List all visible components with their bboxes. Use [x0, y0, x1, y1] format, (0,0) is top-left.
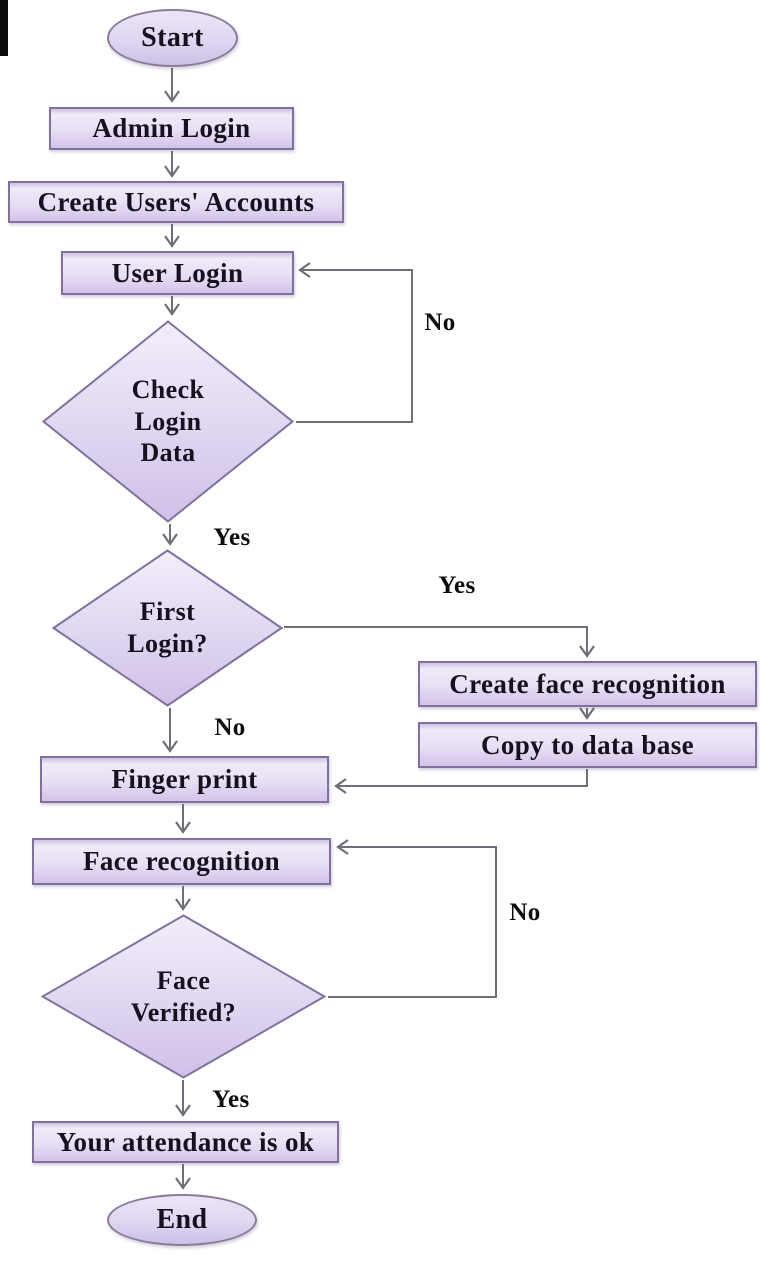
- edge-label-first-login-yes: Yes: [438, 572, 476, 599]
- node-admin-login-label: Admin Login: [92, 113, 251, 143]
- node-create-face-recognition-label: Create face recognition: [449, 668, 726, 699]
- node-face-recognition: Face recognition: [32, 838, 331, 885]
- edge-label-first-login-no: No: [214, 714, 246, 741]
- node-user-login-label: User Login: [111, 257, 244, 288]
- edge-copy-db-to-finger-print: [334, 769, 588, 794]
- node-face-verified-label: Face Verified?: [130, 965, 237, 1027]
- edge-label-check-login-yes: Yes: [213, 524, 251, 551]
- node-face-verified: Face Verified?: [41, 914, 326, 1079]
- node-copy-to-data-base-label: Copy to data base: [480, 729, 695, 760]
- decision-shape: [41, 914, 326, 1079]
- node-end: End: [107, 1194, 257, 1246]
- node-start: Start: [107, 9, 238, 67]
- node-create-users-accounts-label: Create Users' Accounts: [37, 186, 315, 217]
- node-end-label: End: [156, 1204, 208, 1235]
- node-finger-print-label: Finger print: [111, 764, 258, 794]
- node-attendance-ok-label: Your attendance is ok: [56, 1126, 315, 1157]
- node-check-login-data: Check Login Data: [42, 320, 294, 523]
- node-attendance-ok: Your attendance is ok: [32, 1121, 339, 1163]
- node-start-label: Start: [141, 22, 204, 53]
- edge-label-face-verified-no: No: [509, 899, 541, 926]
- node-create-face-recognition: Create face recognition: [418, 661, 757, 707]
- node-first-login-label: First Login?: [127, 597, 208, 658]
- decision-shape: [42, 320, 294, 523]
- edge-label-face-verified-yes: Yes: [212, 1086, 250, 1113]
- node-first-login: First Login?: [52, 549, 283, 707]
- decision-shape: [52, 549, 283, 707]
- node-admin-login: Admin Login: [49, 107, 294, 150]
- node-create-users-accounts: Create Users' Accounts: [8, 181, 344, 223]
- node-finger-print: Finger print: [40, 756, 329, 803]
- edge-check-login-no-loop: [296, 262, 413, 423]
- node-check-login-data-label: Check Login Data: [131, 374, 205, 468]
- edge-first-login-yes-branch: [284, 626, 595, 658]
- node-face-recognition-label: Face recognition: [82, 846, 281, 876]
- scan-artifact-bar: [0, 0, 8, 56]
- node-copy-to-data-base: Copy to data base: [418, 722, 757, 768]
- edge-face-verified-no-loop: [328, 839, 497, 998]
- edge-label-check-login-no: No: [424, 309, 456, 336]
- node-user-login: User Login: [61, 251, 294, 295]
